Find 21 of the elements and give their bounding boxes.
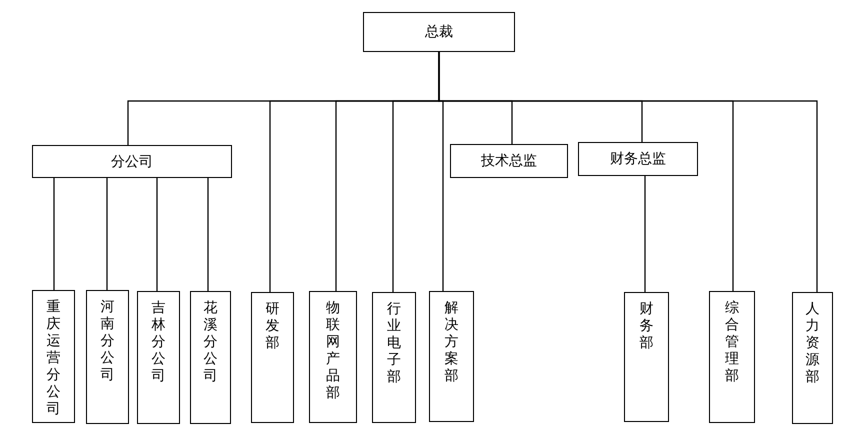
org-box: 分公司 xyxy=(32,145,232,178)
org-box: 行业电子部 xyxy=(372,292,416,423)
org-box: 吉林分公司 xyxy=(137,291,180,424)
org-box: 技术总监 xyxy=(450,144,568,178)
org-box: 解决方案部 xyxy=(429,291,474,422)
org-box: 重庆运营分公司 xyxy=(32,290,75,423)
org-box: 财务总监 xyxy=(578,142,698,176)
org-box: 河南分公司 xyxy=(86,290,129,424)
connector-line xyxy=(106,178,108,290)
org-box: 物联网产品部 xyxy=(309,291,357,423)
connector-line xyxy=(53,178,55,290)
connector-line xyxy=(438,52,818,292)
connector-line xyxy=(156,178,158,291)
org-box: 人力资源部 xyxy=(792,292,833,424)
connector-line xyxy=(644,176,646,292)
org-box: 花溪分公司 xyxy=(190,291,231,424)
connector-line xyxy=(207,178,209,291)
org-box: 综合管理部 xyxy=(709,291,755,423)
org-box: 总裁 xyxy=(363,12,515,52)
org-box: 研发部 xyxy=(251,292,294,423)
org-box: 财务部 xyxy=(624,292,669,422)
